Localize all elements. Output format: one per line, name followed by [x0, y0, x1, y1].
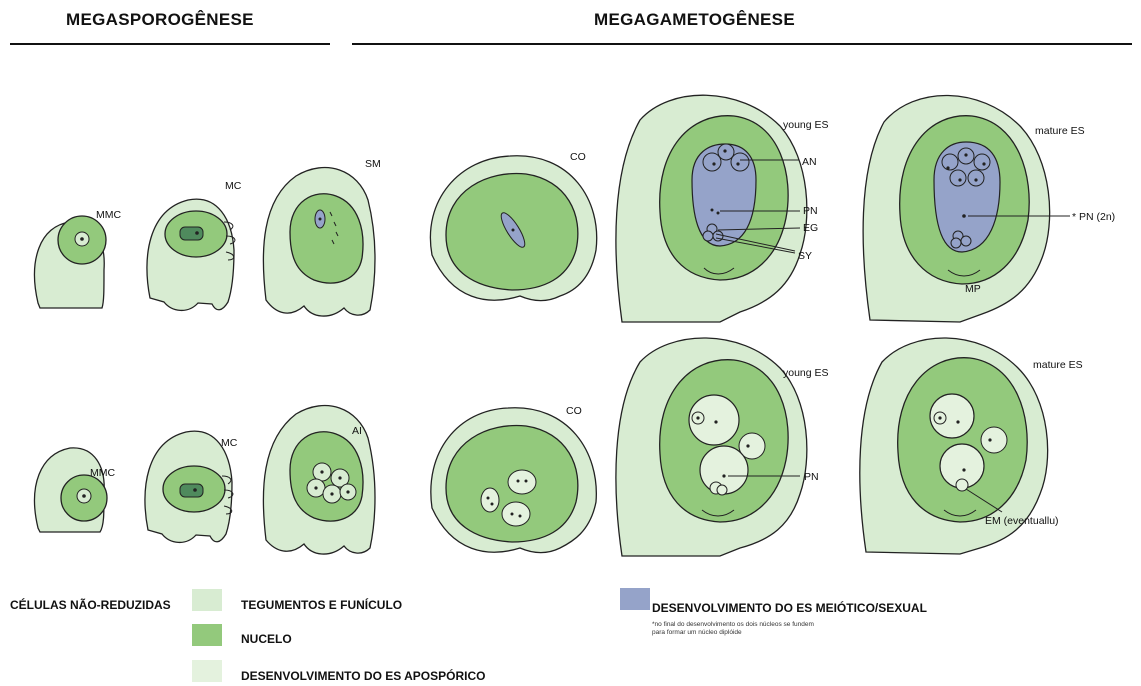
legend-footnote-line2: para formar um núcleo diplóide: [652, 629, 742, 637]
label-top-sy: SY: [798, 250, 812, 262]
legend-swatch-nucellus: [192, 624, 222, 646]
label-top-young-es: young ES: [783, 119, 829, 131]
label-bottom-mc: MC: [221, 437, 238, 449]
legend-group-label: CÉLULAS NÃO-REDUZIDAS: [10, 598, 171, 612]
label-top-mp: MP: [965, 283, 981, 295]
ovule-bottom-mc: [145, 431, 233, 542]
label-bottom-mature-es: mature ES: [1033, 359, 1083, 371]
legend-item-sexual: DESENVOLVIMENTO DO ES MEIÓTICO/SEXUAL: [652, 601, 927, 615]
ovule-bottom-mmc: [35, 448, 107, 532]
label-top-pn2n: * PN (2n): [1072, 211, 1115, 223]
ovule-top-sm: [263, 168, 375, 317]
ovule-top-mc: [147, 199, 235, 310]
ovule-top-young-es: [616, 95, 807, 322]
label-bottom-ai: AI: [352, 425, 362, 437]
label-bottom-co: CO: [566, 405, 582, 417]
label-bottom-young-es: young ES: [783, 367, 829, 379]
legend-swatch-aposporic: [192, 660, 222, 682]
label-top-mmc: MMC: [96, 209, 121, 221]
label-bottom-em: EM (eventuallu): [985, 515, 1059, 527]
ovule-bottom-co: [431, 408, 597, 553]
legend-item-nucellus: NUCELO: [241, 632, 292, 646]
legend-swatch-integument: [192, 589, 222, 611]
legend-swatch-sexual: [620, 588, 650, 610]
label-top-mature-es: mature ES: [1035, 125, 1085, 137]
label-bottom-mmc: MMC: [90, 467, 115, 479]
label-bottom-pn: PN: [804, 471, 819, 483]
label-top-mc: MC: [225, 180, 242, 192]
label-top-eg: EG: [803, 222, 818, 234]
label-top-co: CO: [570, 151, 586, 163]
label-top-an: AN: [802, 156, 817, 168]
label-top-pn: PN: [803, 205, 818, 217]
legend-footnote-line1: *no final do desenvolvimento os dois núc…: [652, 621, 814, 629]
legend-item-integument: TEGUMENTOS E FUNÍCULO: [241, 598, 402, 612]
ovule-top-mmc: [35, 216, 106, 308]
legend-item-aposporic: DESENVOLVIMENTO DO ES APOSPÓRICO: [241, 669, 485, 683]
label-top-sm: SM: [365, 158, 381, 170]
ovule-bottom-young-es: [616, 338, 807, 556]
ovule-top-co: [430, 156, 596, 301]
